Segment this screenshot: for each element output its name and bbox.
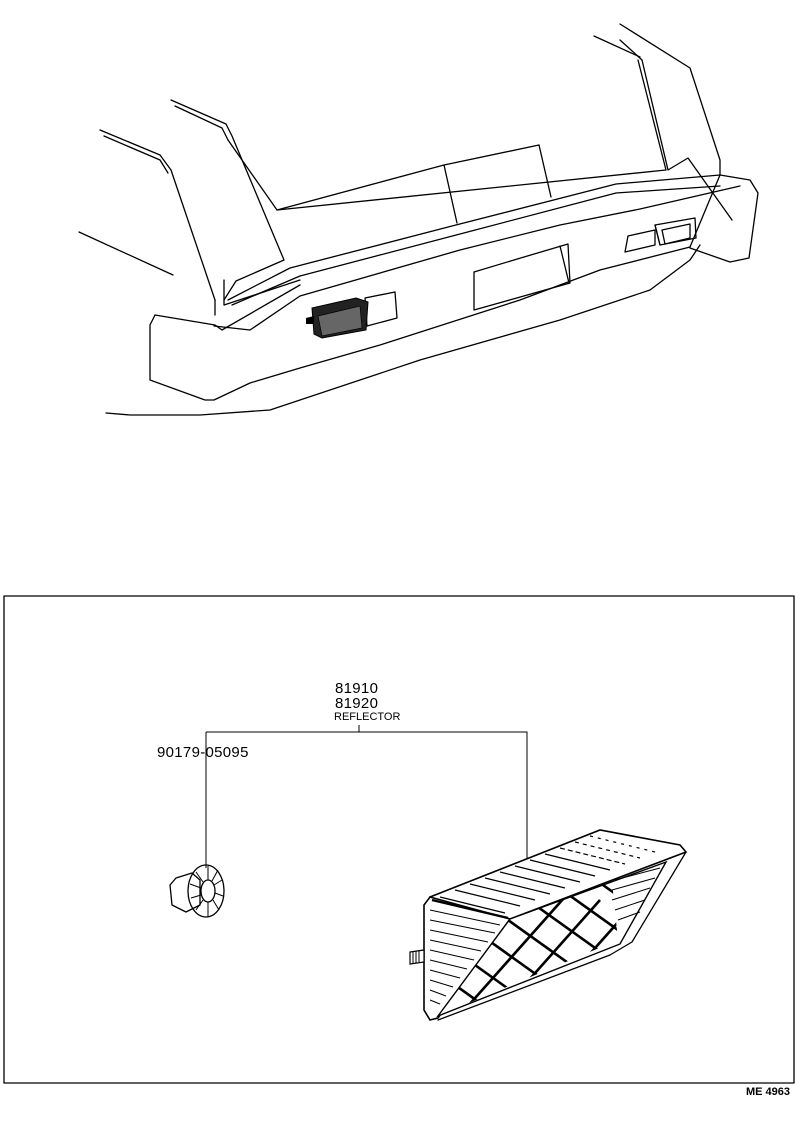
vehicle-body (78, 23, 759, 416)
part-name-reflector: REFLECTOR (334, 711, 401, 723)
reflector-part-illustration (409, 829, 688, 1021)
leader-lines (205, 725, 528, 868)
reflector-left-installed (306, 297, 369, 339)
flange-nut-illustration (169, 864, 225, 918)
part-number-81910: 81910 (335, 680, 379, 697)
reflector-right-installed (654, 217, 697, 246)
figure-code: ME 4963 (746, 1086, 791, 1098)
part-number-81920: 81920 (335, 695, 379, 712)
part-number-90179-05095: 90179-05095 (157, 744, 249, 761)
parts-box (3, 595, 795, 1084)
